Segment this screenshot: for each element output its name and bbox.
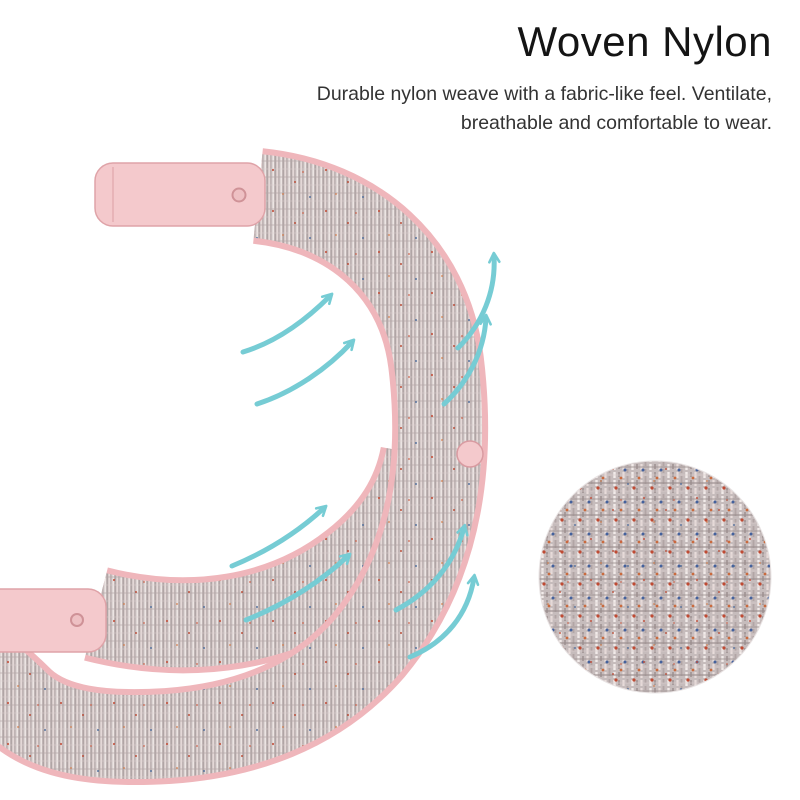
airflow-arrow-icon xyxy=(243,552,352,623)
watch-band-main xyxy=(0,148,489,786)
airflow-arrow-icon xyxy=(229,504,328,569)
header: Woven Nylon Durable nylon weave with a f… xyxy=(32,0,772,139)
connector-screw-hole xyxy=(231,187,247,203)
connector-screw-hole xyxy=(70,613,84,627)
airflow-arrow-icon xyxy=(455,251,501,351)
description-line: breathable and comfortable to wear. xyxy=(460,112,772,135)
page-title: Woven Nylon xyxy=(517,18,772,65)
spring-bar-pin xyxy=(456,440,484,468)
connector-body xyxy=(94,162,266,227)
airflow-arrow-icon xyxy=(441,313,492,407)
inset-fiber-specks xyxy=(539,461,771,693)
texture-detail-inset xyxy=(538,460,772,694)
airflow-arrow-icon xyxy=(393,523,469,613)
airflow-arrow-icon xyxy=(407,573,480,660)
bottom-lug-connector xyxy=(0,588,107,653)
band-fiber-specks xyxy=(0,154,483,780)
inset-edge xyxy=(538,460,772,694)
top-lug-connector xyxy=(94,162,266,227)
airflow-arrow-icon xyxy=(240,292,334,355)
airflow-arrows xyxy=(229,251,501,660)
connector-body xyxy=(0,588,107,653)
airflow-arrow-icon xyxy=(254,338,356,407)
product-description: Durable nylon weave with a fabric-like f… xyxy=(32,80,772,139)
description-line: Durable nylon weave with a fabric-like f… xyxy=(316,83,772,105)
